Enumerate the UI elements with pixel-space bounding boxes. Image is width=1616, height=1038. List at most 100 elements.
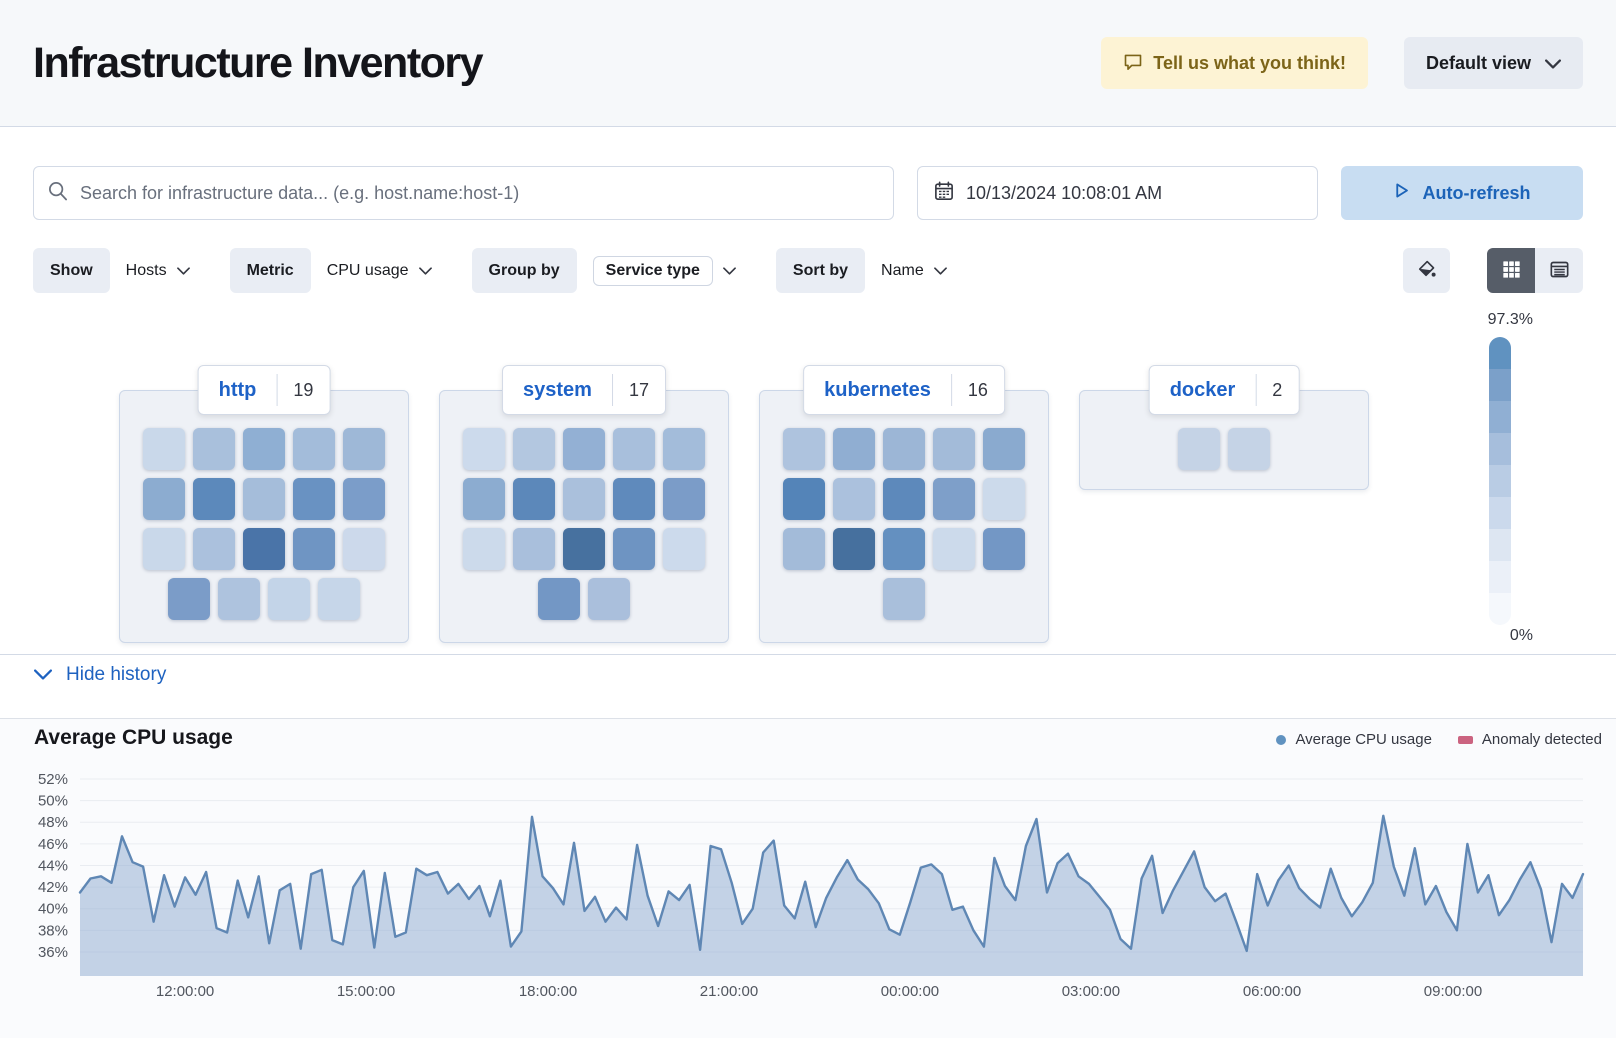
- legend-item-anomaly[interactable]: Anomaly detected: [1457, 731, 1602, 748]
- chevron-down-icon: [1545, 53, 1561, 74]
- waffle-cell[interactable]: [783, 528, 825, 570]
- waffle-row: [120, 528, 408, 570]
- scale-step: [1489, 561, 1511, 593]
- waffle-cell[interactable]: [1178, 428, 1220, 470]
- waffle-cell[interactable]: [193, 478, 235, 520]
- waffle-cell[interactable]: [243, 428, 285, 470]
- chart-tick-label: 36%: [38, 944, 68, 961]
- waffle-cell[interactable]: [833, 428, 875, 470]
- color-palette-button[interactable]: [1403, 248, 1450, 293]
- view-selector-dropdown[interactable]: Default view: [1403, 37, 1583, 89]
- waffle-cell[interactable]: [883, 428, 925, 470]
- show-filter-dropdown[interactable]: Hosts: [110, 248, 206, 293]
- waffle-cell[interactable]: [243, 528, 285, 570]
- waffle-cell[interactable]: [193, 528, 235, 570]
- waffle-cell[interactable]: [168, 578, 210, 620]
- waffle-cell[interactable]: [143, 528, 185, 570]
- waffle-cell[interactable]: [883, 578, 925, 620]
- waffle-cell[interactable]: [343, 428, 385, 470]
- waffle-row: [120, 478, 408, 520]
- metric-filter-dropdown[interactable]: CPU usage: [311, 248, 448, 293]
- date-time-picker[interactable]: 10/13/2024 10:08:01 AM: [917, 166, 1318, 220]
- chart-tick-label: 18:00:00: [519, 983, 577, 1000]
- waffle-cell[interactable]: [513, 528, 555, 570]
- legend-swatch: [1457, 735, 1473, 744]
- waffle-cell[interactable]: [243, 478, 285, 520]
- waffle-cell[interactable]: [833, 528, 875, 570]
- group-by-filter-dropdown[interactable]: Service type: [577, 248, 752, 293]
- waffle-cell[interactable]: [463, 528, 505, 570]
- waffle-cell[interactable]: [588, 578, 630, 620]
- waffle-cell[interactable]: [613, 528, 655, 570]
- group-name-link[interactable]: system: [523, 378, 592, 401]
- view-selector-label: Default view: [1425, 52, 1531, 73]
- paint-fill-icon: [1416, 259, 1437, 283]
- waffle-cell[interactable]: [293, 428, 335, 470]
- show-filter-label: Show: [33, 248, 110, 293]
- chevron-down-icon: [418, 266, 432, 275]
- waffle-row: [760, 528, 1048, 570]
- waffle-cell[interactable]: [983, 478, 1025, 520]
- sort-by-filter-dropdown[interactable]: Name: [865, 248, 963, 293]
- waffle-cell[interactable]: [463, 478, 505, 520]
- waffle-cell[interactable]: [343, 528, 385, 570]
- waffle-cell[interactable]: [933, 528, 975, 570]
- group-name-link[interactable]: http: [218, 378, 257, 401]
- waffle-cell[interactable]: [783, 428, 825, 470]
- group-name-link[interactable]: kubernetes: [824, 378, 931, 401]
- page-title: Infrastructure Inventory: [33, 38, 484, 87]
- metric-filter: Metric CPU usage: [229, 248, 448, 293]
- group-by-selected-pill[interactable]: Service type: [592, 255, 713, 286]
- waffle-cell[interactable]: [538, 578, 580, 620]
- waffle-cell[interactable]: [513, 428, 555, 470]
- waffle-cell[interactable]: [663, 528, 705, 570]
- waffle-cell[interactable]: [293, 478, 335, 520]
- map-view-toggle[interactable]: [1487, 248, 1535, 293]
- waffle-cell[interactable]: [143, 428, 185, 470]
- metric-filter-label: Metric: [229, 248, 311, 293]
- waffle-cell[interactable]: [293, 528, 335, 570]
- waffle-cell[interactable]: [983, 428, 1025, 470]
- waffle-cell[interactable]: [883, 528, 925, 570]
- group-count: 17: [628, 379, 649, 400]
- feedback-button[interactable]: Tell us what you think!: [1101, 37, 1368, 89]
- waffle-cell[interactable]: [218, 578, 260, 620]
- chart-tick-label: 42%: [38, 879, 68, 896]
- waffle-cell[interactable]: [783, 478, 825, 520]
- waffle-cell[interactable]: [463, 428, 505, 470]
- waffle-row: [760, 478, 1048, 520]
- waffle-cell[interactable]: [563, 428, 605, 470]
- waffle-row: [440, 478, 728, 520]
- legend-item-avg-cpu[interactable]: Average CPU usage: [1276, 731, 1432, 748]
- waffle-cell[interactable]: [563, 478, 605, 520]
- waffle-cell[interactable]: [833, 478, 875, 520]
- group-name-link[interactable]: docker: [1169, 378, 1236, 401]
- waffle-row: [440, 428, 728, 470]
- waffle-cell[interactable]: [268, 578, 310, 620]
- waffle-cell[interactable]: [318, 578, 360, 620]
- waffle-cell[interactable]: [1228, 428, 1270, 470]
- search-input[interactable]: [80, 182, 879, 204]
- table-view-toggle[interactable]: [1535, 248, 1583, 293]
- waffle-row: [760, 428, 1048, 470]
- waffle-cell[interactable]: [563, 528, 605, 570]
- waffle-cell[interactable]: [613, 428, 655, 470]
- cpu-history-panel: Average CPU usage Average CPU usage Anom…: [0, 718, 1616, 1038]
- waffle-cell[interactable]: [983, 528, 1025, 570]
- waffle-cell[interactable]: [143, 478, 185, 520]
- waffle-cell[interactable]: [613, 478, 655, 520]
- sort-by-filter-value: Name: [881, 261, 924, 279]
- waffle-cell[interactable]: [933, 478, 975, 520]
- waffle-cell[interactable]: [513, 478, 555, 520]
- auto-refresh-button[interactable]: Auto-refresh: [1341, 166, 1583, 220]
- waffle-cell[interactable]: [343, 478, 385, 520]
- waffle-cell[interactable]: [663, 428, 705, 470]
- waffle-cell[interactable]: [883, 478, 925, 520]
- waffle-grid: [120, 428, 408, 620]
- hide-history-toggle[interactable]: Hide history: [0, 654, 1616, 695]
- waffle-cell[interactable]: [663, 478, 705, 520]
- waffle-cell[interactable]: [933, 428, 975, 470]
- waffle-cell[interactable]: [193, 428, 235, 470]
